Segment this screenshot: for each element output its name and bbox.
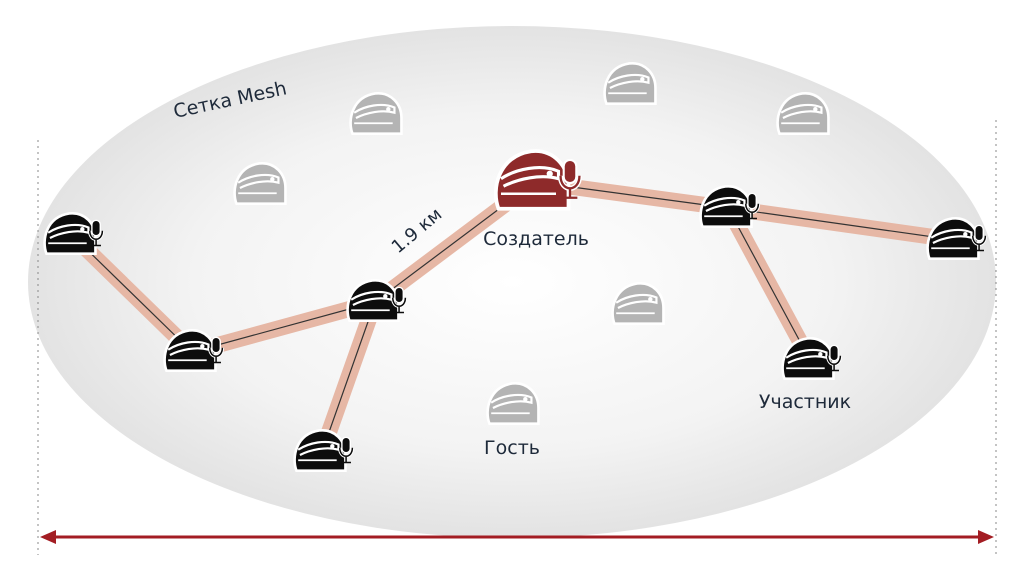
range-arrow xyxy=(40,530,994,544)
mesh-link xyxy=(720,204,818,364)
mesh-link xyxy=(726,200,957,248)
creator-helmet-icon xyxy=(493,149,580,211)
mesh-link xyxy=(314,299,383,455)
participant-label: Участник xyxy=(759,391,851,413)
mesh-area xyxy=(28,26,996,538)
mesh-link xyxy=(189,294,378,360)
creator-label: Создатель xyxy=(483,228,589,250)
guest-label: Гость xyxy=(484,437,540,459)
